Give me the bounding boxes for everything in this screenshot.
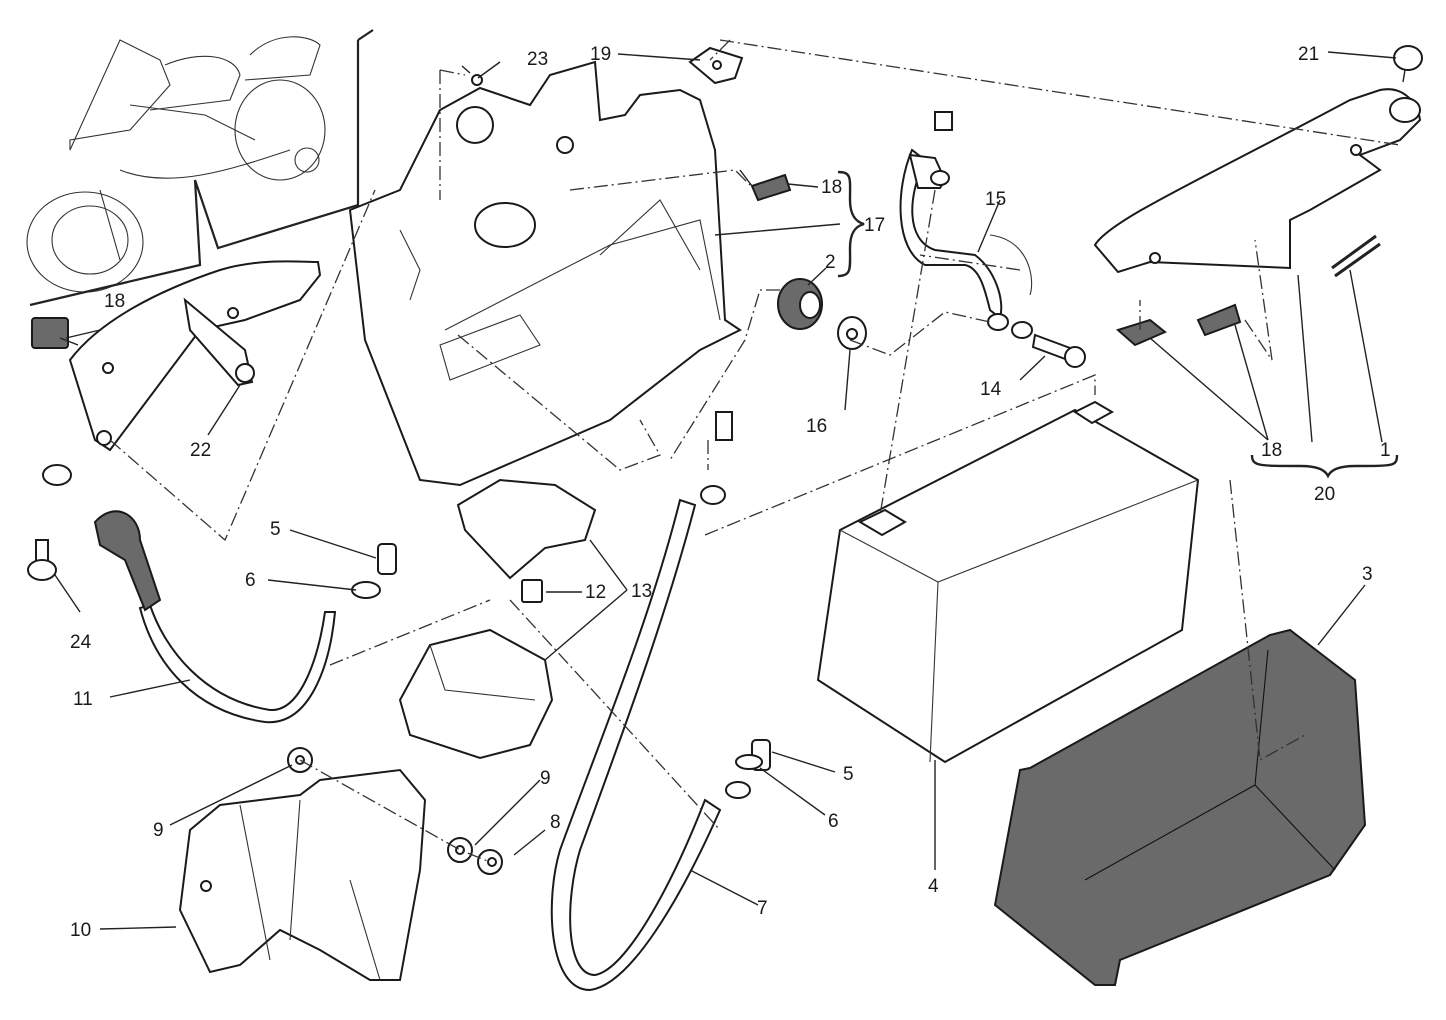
part-13-starter-relay — [398, 478, 597, 760]
part-6-washer-left — [351, 581, 381, 599]
brace-group-17 — [837, 170, 865, 278]
callout-20: 20 — [1314, 484, 1335, 505]
callout-10: 10 — [70, 920, 91, 941]
callout-18-left: 18 — [104, 291, 125, 312]
part-14-bolt — [1031, 333, 1086, 368]
part-5-bolt-left — [377, 543, 397, 575]
part-11-cable — [42, 464, 337, 724]
callout-7: 7 — [757, 898, 768, 919]
part-7-cable — [550, 411, 751, 992]
part-10-relay-holder — [178, 768, 427, 981]
part-17-battery-holder — [348, 60, 742, 487]
part-4-battery — [816, 400, 1200, 764]
leader-lines — [54, 51, 1397, 930]
callout-5-left: 5 — [270, 519, 281, 540]
callout-14: 14 — [980, 379, 1002, 400]
part-19-clip — [688, 46, 744, 85]
callout-5-right: 5 — [843, 764, 854, 785]
motorcycle-locator-inset — [26, 29, 374, 307]
part-3-battery-cover — [993, 628, 1367, 986]
callout-18-top: 18 — [821, 177, 842, 198]
assembly-axis-lines — [109, 39, 1401, 863]
part-18-rubber-pads-right — [1116, 303, 1242, 347]
callout-23: 23 — [527, 49, 548, 70]
part-18-rubber-pad-top — [739, 169, 792, 202]
brace-group-20 — [1250, 454, 1399, 479]
callout-11: 11 — [73, 689, 93, 710]
callout-12: 12 — [585, 582, 606, 603]
callout-24: 24 — [70, 632, 92, 653]
part-24-bolt — [27, 539, 57, 581]
part-6-washer-right — [735, 754, 763, 770]
callout-9-right: 9 — [540, 768, 551, 789]
callout-1: 1 — [1380, 440, 1391, 461]
callout-15: 15 — [985, 189, 1006, 210]
callout-22: 22 — [190, 440, 211, 461]
part-1-strip — [1331, 234, 1381, 278]
part-23-screw — [461, 65, 483, 86]
part-2-grommet — [777, 278, 823, 330]
part-21-screw — [1393, 45, 1423, 83]
callout-6-right: 6 — [828, 811, 839, 832]
callout-18-right: 18 — [1261, 440, 1282, 461]
callout-3: 3 — [1362, 564, 1373, 585]
part-18-rubber-pad-left — [31, 317, 79, 349]
callout-labels: 1 2 3 4 5 5 6 6 7 8 9 9 10 11 12 13 14 1… — [70, 44, 1391, 941]
callout-8: 8 — [550, 812, 561, 833]
part-12-fuse — [521, 579, 543, 603]
callout-4: 4 — [928, 876, 939, 897]
part-20-support-bracket — [1093, 88, 1422, 274]
part-16-bushing — [837, 316, 867, 350]
callout-6-left: 6 — [245, 570, 256, 591]
callout-19: 19 — [590, 44, 611, 65]
callout-21: 21 — [1298, 44, 1319, 65]
callout-13: 13 — [631, 581, 652, 602]
callout-9-left: 9 — [153, 820, 164, 841]
callout-16: 16 — [806, 416, 827, 437]
callout-2: 2 — [825, 252, 836, 273]
part-22-bracket — [68, 260, 322, 452]
part-15-cable — [899, 111, 1033, 339]
part-9-washer-right — [447, 837, 473, 863]
part-8-nut — [477, 849, 503, 875]
callout-17: 17 — [864, 215, 885, 236]
